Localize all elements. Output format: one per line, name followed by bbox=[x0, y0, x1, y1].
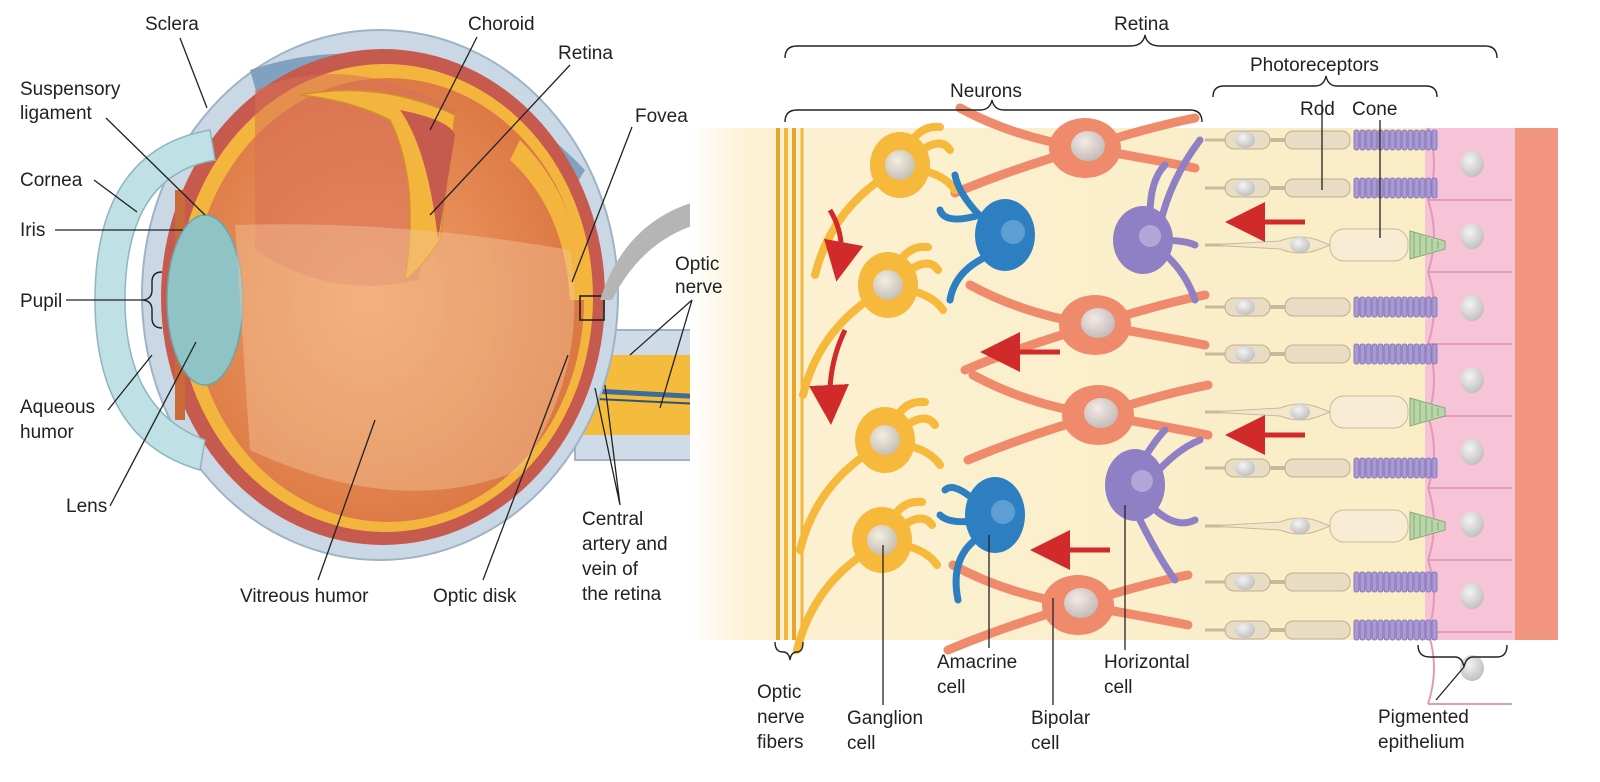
rod-discs bbox=[1353, 296, 1438, 318]
rod-cell bbox=[1205, 296, 1438, 318]
ganglion-cells bbox=[793, 122, 959, 654]
fovea-zoom-box bbox=[579, 295, 605, 321]
cornea bbox=[94, 129, 216, 471]
ganglion-cell bbox=[811, 122, 959, 279]
rod-cell bbox=[1205, 571, 1438, 593]
label-choroid: Choroid bbox=[468, 14, 535, 35]
neurons-brace bbox=[784, 99, 1203, 123]
label-cornea: Cornea bbox=[20, 170, 83, 191]
label-iris: Iris bbox=[20, 220, 45, 241]
ganglion-cell bbox=[793, 497, 941, 654]
label-vitreous-humor: Vitreous humor bbox=[240, 586, 369, 607]
label-photoreceptors: Photoreceptors bbox=[1250, 55, 1379, 76]
label-optic-disk: Optic disk bbox=[433, 586, 517, 607]
label-optic-nerve-fibers: Optic nerve fibers bbox=[757, 682, 810, 753]
leader-lines bbox=[55, 36, 1465, 705]
ganglion-cell bbox=[799, 242, 947, 399]
rod-cell bbox=[1205, 343, 1438, 365]
label-neurons: Neurons bbox=[950, 81, 1022, 102]
bipolar-cell bbox=[960, 280, 1210, 375]
retina-detail-panel bbox=[690, 103, 1558, 705]
rod-cell bbox=[1205, 177, 1438, 199]
horizontal-cell bbox=[1105, 426, 1204, 584]
photoreceptors-brace bbox=[1212, 75, 1438, 98]
amacrine-cell bbox=[936, 171, 1035, 304]
label-amacrine-cell: Amacrine cell bbox=[937, 652, 1023, 698]
epithelial-cell bbox=[1427, 631, 1512, 705]
rod-discs bbox=[1353, 343, 1438, 365]
epithelial-cell bbox=[1427, 415, 1512, 489]
bipolar-cell bbox=[963, 370, 1213, 465]
label-optic-nerve: Optic nerve bbox=[675, 254, 725, 298]
eye-labels: Sclera Choroid Retina Suspensory ligamen… bbox=[20, 14, 725, 607]
label-rod: Rod bbox=[1300, 99, 1335, 120]
bipolar-cell bbox=[950, 103, 1200, 198]
rod-cell bbox=[1205, 457, 1438, 479]
label-horizontal-cell: Horizontal cell bbox=[1104, 652, 1195, 698]
epithelial-cell bbox=[1427, 199, 1512, 273]
label-retina-top: Retina bbox=[1114, 14, 1169, 35]
eye-cross-section bbox=[94, 29, 757, 561]
ganglion-cell bbox=[796, 397, 944, 554]
retina-labels: Retina Neurons Photoreceptors Rod Cone O… bbox=[757, 14, 1474, 754]
label-pupil: Pupil bbox=[20, 291, 62, 312]
rod-cell bbox=[1205, 619, 1438, 641]
rod-discs bbox=[1353, 457, 1438, 479]
bipolar-cell bbox=[943, 560, 1193, 655]
amacrine-cell bbox=[936, 477, 1025, 604]
optic-fibers-brace bbox=[774, 641, 804, 661]
label-lens: Lens bbox=[66, 496, 107, 517]
label-ganglion-cell: Ganglion cell bbox=[847, 708, 928, 754]
lens bbox=[166, 214, 244, 386]
bipolar-cells bbox=[943, 103, 1213, 655]
label-central-artery-vein: Central artery and vein of the retina bbox=[582, 509, 673, 605]
rod-discs bbox=[1353, 571, 1438, 593]
cone-cell bbox=[1205, 228, 1446, 262]
signal-arrow bbox=[809, 328, 849, 425]
label-retina: Retina bbox=[558, 43, 613, 64]
cone-cell bbox=[1205, 509, 1446, 543]
signal-arrow bbox=[823, 208, 864, 282]
retina-brace bbox=[784, 34, 1498, 59]
label-aqueous-humor: Aqueous humor bbox=[20, 397, 100, 443]
epithelial-cells bbox=[1427, 127, 1512, 705]
rod-cell bbox=[1205, 129, 1438, 151]
cone-cell bbox=[1205, 395, 1446, 429]
label-cone: Cone bbox=[1352, 99, 1397, 120]
signal-arrows bbox=[809, 202, 1305, 570]
label-pigmented-epithelium: Pigmented epithelium bbox=[1378, 707, 1474, 753]
label-bipolar-cell: Bipolar cell bbox=[1031, 708, 1095, 754]
label-suspensory-ligament: Suspensory ligament bbox=[20, 79, 126, 124]
rod-discs bbox=[1353, 619, 1438, 641]
label-sclera: Sclera bbox=[145, 14, 199, 35]
photoreceptor-cells bbox=[1205, 129, 1446, 641]
horizontal-cell bbox=[1113, 136, 1204, 304]
rod-discs bbox=[1353, 129, 1438, 151]
label-fovea: Fovea bbox=[635, 106, 688, 127]
